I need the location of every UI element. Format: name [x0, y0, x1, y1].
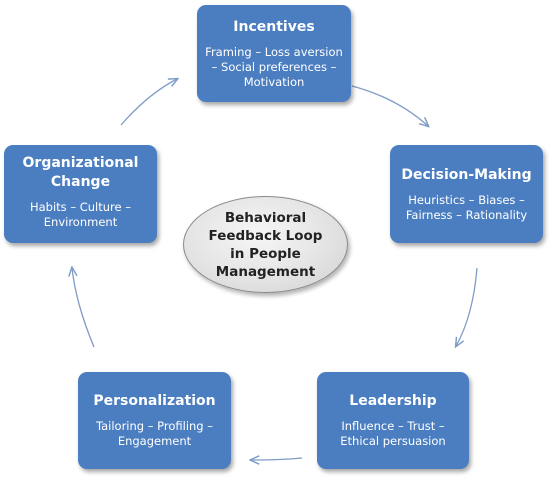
node-organizational-change-title: Organizational Change	[22, 155, 139, 190]
node-personalization: Personalization Tailoring – Profiling – …	[78, 372, 231, 469]
node-leadership-desc: Influence – Trust – Ethical persuasion	[340, 419, 446, 448]
node-organizational-change: Organizational Change Habits – Culture –…	[4, 145, 157, 243]
node-personalization-title: Personalization	[93, 393, 216, 409]
node-decision-making: Decision-Making Heuristics – Biases – Fa…	[390, 145, 543, 243]
node-incentives-desc: Framing – Loss aversion – Social prefere…	[205, 44, 343, 89]
arrow-decision-to-leadership	[456, 267, 478, 346]
arrow-leadership-to-personalization	[251, 458, 303, 460]
node-organizational-change-desc: Habits – Culture – Environment	[29, 200, 132, 229]
node-leadership: Leadership Influence – Trust – Ethical p…	[317, 372, 469, 469]
node-leadership-title: Leadership	[349, 393, 437, 409]
node-incentives-title: Incentives	[233, 18, 315, 35]
center-ellipse: Behavioral Feedback Loop in People Manag…	[183, 196, 348, 293]
node-personalization-desc: Tailoring – Profiling – Engagement	[95, 419, 214, 448]
node-incentives: Incentives Framing – Loss aversion – Soc…	[197, 5, 351, 102]
arrow-organizational-to-incentives	[120, 79, 177, 126]
arrow-personalization-to-organizational	[72, 268, 95, 348]
node-decision-making-desc: Heuristics – Biases – Fairness – Rationa…	[405, 192, 528, 222]
center-label: Behavioral Feedback Loop in People Manag…	[208, 209, 323, 280]
arrow-incentives-to-decision	[351, 85, 428, 126]
node-decision-making-title: Decision-Making	[401, 166, 532, 183]
